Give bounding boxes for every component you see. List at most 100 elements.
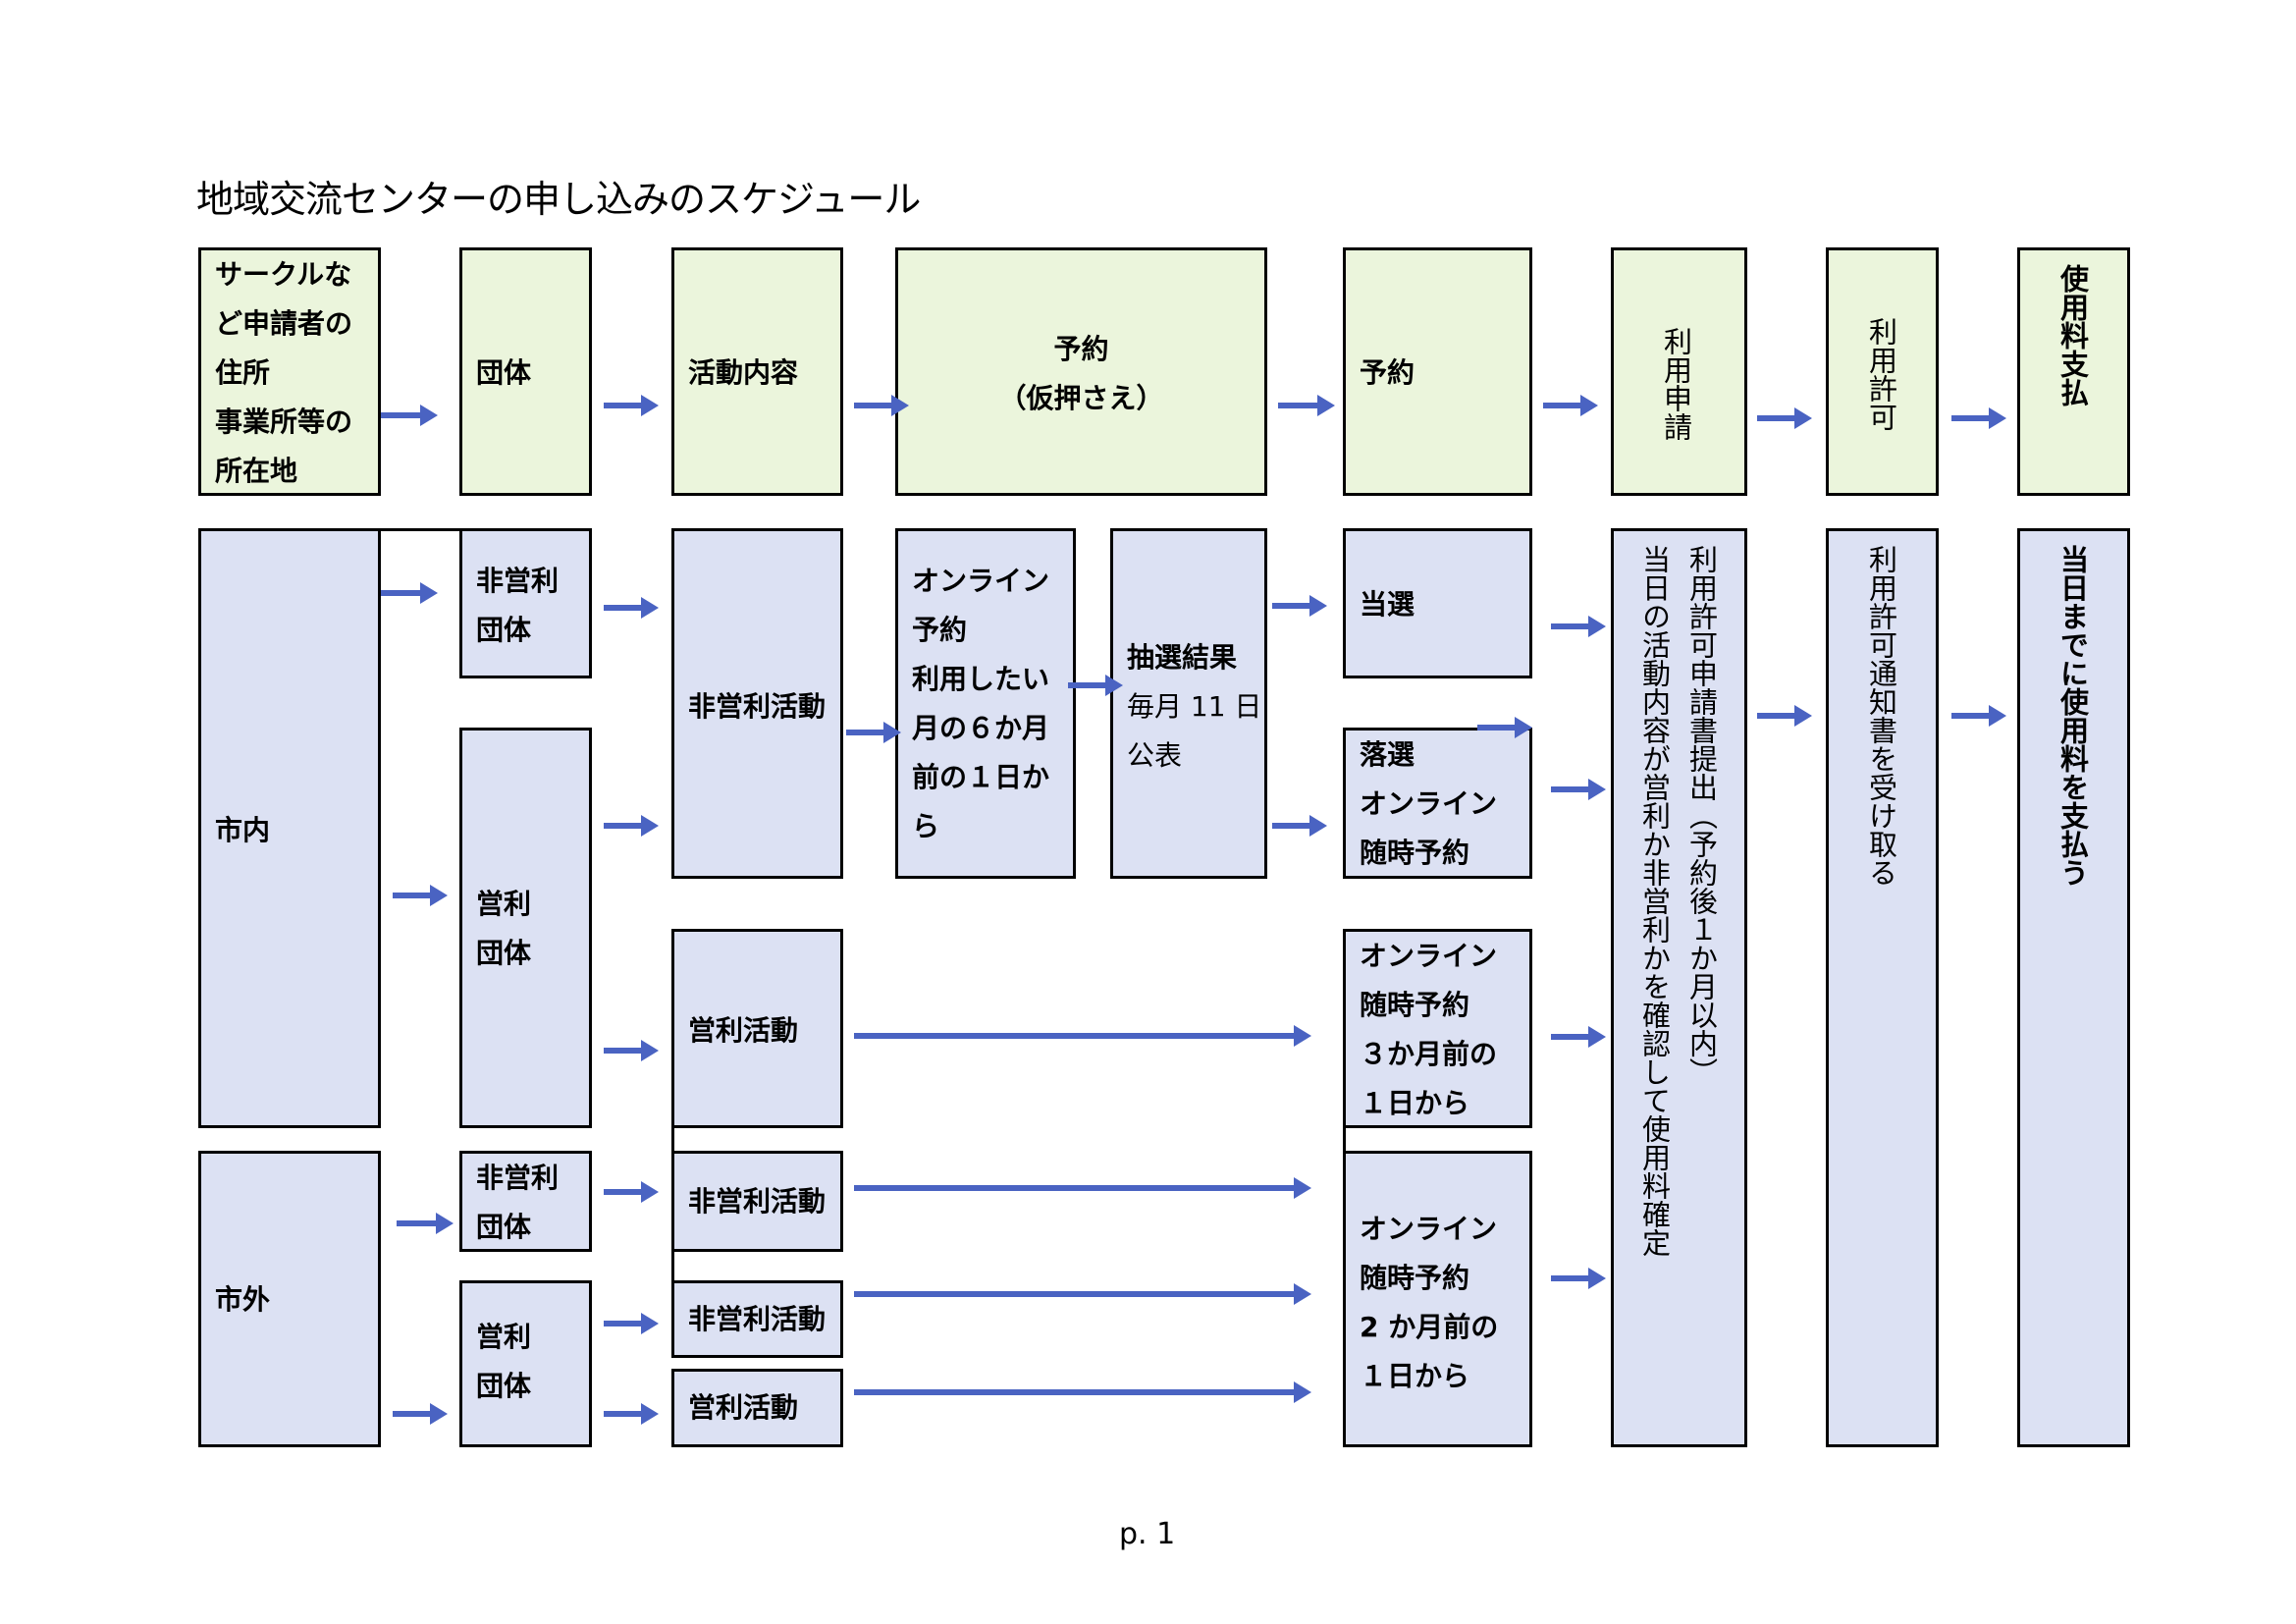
anytime-reservation-3-months: オンライン 随時予約 ３か月前の １日から — [1343, 929, 1532, 1128]
arrow-right-icon — [397, 1213, 454, 1234]
header-line: 予約 — [1360, 356, 1415, 389]
page-number: p. 1 — [1119, 1517, 1176, 1551]
group-line: 営利 — [476, 888, 532, 920]
group-inside-nonprofit: 非営利 団体 — [459, 528, 592, 678]
anytime-line: ３か月前の — [1360, 1038, 1498, 1070]
arrow-right-icon — [854, 1381, 1311, 1403]
arrow-right-icon — [1477, 717, 1532, 738]
group-line: 団体 — [476, 614, 532, 646]
application-detail-col2: 当日の活動内容が営利か非営利かを確認して使用料確定 — [1637, 545, 1672, 1257]
result-line: 落選 — [1360, 738, 1415, 771]
location-inside-city: 市内 — [198, 528, 381, 1128]
activity-label: 非営利活動 — [688, 690, 827, 723]
group-inside-profit: 営利 団体 — [459, 728, 592, 1128]
arrow-right-icon — [604, 1181, 659, 1203]
header-line: 団体 — [476, 356, 532, 389]
header-line: ど申請者の — [215, 307, 353, 340]
arrow-right-icon — [604, 597, 659, 619]
anytime-line: オンライン — [1360, 940, 1498, 972]
arrow-right-icon — [604, 1403, 659, 1425]
group-line: 団体 — [476, 1211, 532, 1243]
group-line: 非営利 — [476, 565, 560, 597]
arrow-right-icon — [393, 885, 448, 906]
anytime-line: 随時予約 — [1360, 1262, 1470, 1294]
arrow-right-icon — [846, 722, 901, 743]
lottery-line: 抽選結果 — [1127, 641, 1238, 674]
anytime-line: 2 か月前の — [1360, 1311, 1499, 1343]
arrow-right-icon — [381, 582, 438, 604]
online-line: 予約 — [912, 614, 968, 646]
permission-detail-text: 利用許可通知書を受け取る — [1864, 545, 1898, 887]
group-outside-profit: 営利 団体 — [459, 1280, 592, 1447]
result-line: 随時予約 — [1360, 837, 1470, 869]
header-vertical-text: 利用申請 — [1659, 327, 1693, 441]
arrow-right-icon — [1551, 779, 1606, 800]
header-payment: 使用料支払 — [2017, 247, 2130, 496]
anytime-reservation-2-months: オンライン 随時予約 2 か月前の １日から — [1343, 1151, 1532, 1447]
activity-inside-profit: 営利活動 — [671, 929, 843, 1128]
header-vertical-text: 利用許可 — [1864, 317, 1898, 431]
page-title: 地域交流センターの申し込みのスケジュール — [196, 178, 921, 221]
connector-line — [379, 528, 461, 531]
header-line: （仮押さえ） — [998, 382, 1164, 414]
activity-label: 非営利活動 — [688, 1303, 827, 1335]
arrow-right-icon — [1278, 395, 1335, 416]
arrow-right-icon — [393, 1403, 448, 1425]
arrow-right-icon — [1551, 616, 1606, 637]
arrow-right-icon — [1757, 705, 1812, 727]
online-line: 月の６か月 — [912, 712, 1050, 744]
lottery-line: 公表 — [1127, 739, 1183, 772]
payment-detail-box: 当日までに使用料を支払う — [2017, 528, 2130, 1447]
group-line: 営利 — [476, 1321, 532, 1353]
header-application: 利用申請 — [1611, 247, 1747, 496]
arrow-right-icon — [854, 1177, 1311, 1199]
header-line: サークルな — [215, 258, 352, 291]
arrow-right-icon — [1272, 595, 1327, 617]
lottery-result-box: 抽選結果 毎月 11 日 公表 — [1110, 528, 1267, 879]
anytime-line: １日から — [1360, 1087, 1470, 1119]
group-line: 団体 — [476, 1370, 532, 1402]
arrow-right-icon — [604, 395, 659, 416]
arrow-right-icon — [1543, 395, 1598, 416]
result-lost: 落選 オンライン 随時予約 — [1343, 728, 1532, 879]
header-line: 事業所等の — [215, 406, 353, 438]
application-detail-col1: 利用許可申請書提出（予約後１か月以内） — [1684, 545, 1719, 1086]
header-reservation: 予約 — [1343, 247, 1532, 496]
location-label: 市内 — [215, 814, 271, 846]
online-line: オンライン — [912, 565, 1050, 597]
online-reservation-box: オンライン 予約 利用したい 月の６か月 前の１日か ら — [895, 528, 1076, 879]
anytime-line: オンライン — [1360, 1213, 1498, 1245]
online-line: 前の１日か — [912, 761, 1050, 793]
arrow-right-icon — [1068, 675, 1123, 696]
header-line: 活動内容 — [688, 356, 799, 389]
arrow-right-icon — [854, 1283, 1311, 1305]
online-line: ら — [912, 810, 940, 842]
arrow-right-icon — [1757, 407, 1812, 429]
arrow-right-icon — [381, 405, 438, 426]
arrow-right-icon — [1951, 705, 2006, 727]
lottery-line: 毎月 11 日 — [1127, 690, 1262, 723]
header-provisional-reservation: 予約 （仮押さえ） — [895, 247, 1267, 496]
header-group: 団体 — [459, 247, 592, 496]
location-outside-city: 市外 — [198, 1151, 381, 1447]
activity-outside-profit: 営利活動 — [671, 1369, 843, 1447]
arrow-right-icon — [1951, 407, 2006, 429]
arrow-right-icon — [854, 395, 909, 416]
online-line: 利用したい — [912, 663, 1050, 695]
result-line: オンライン — [1360, 787, 1498, 820]
group-line: 非営利 — [476, 1162, 560, 1194]
payment-detail-text: 当日までに使用料を支払う — [2056, 545, 2090, 887]
header-vertical-text: 使用料支払 — [2056, 264, 2090, 406]
result-won: 当選 — [1343, 528, 1532, 678]
arrow-right-icon — [1551, 1026, 1606, 1048]
activity-inside-nonprofit: 非営利活動 — [671, 528, 843, 879]
arrow-right-icon — [1272, 815, 1327, 837]
application-detail-box: 利用許可申請書提出（予約後１か月以内） 当日の活動内容が営利か非営利かを確認して… — [1611, 528, 1747, 1447]
connector-line — [1343, 1126, 1346, 1154]
header-line: 所在地 — [215, 455, 298, 487]
activity-outside-nonprofit-1: 非営利活動 — [671, 1151, 843, 1252]
anytime-line: １日から — [1360, 1360, 1470, 1392]
header-activity: 活動内容 — [671, 247, 843, 496]
arrow-right-icon — [604, 1313, 659, 1334]
result-line: 当選 — [1360, 588, 1415, 621]
